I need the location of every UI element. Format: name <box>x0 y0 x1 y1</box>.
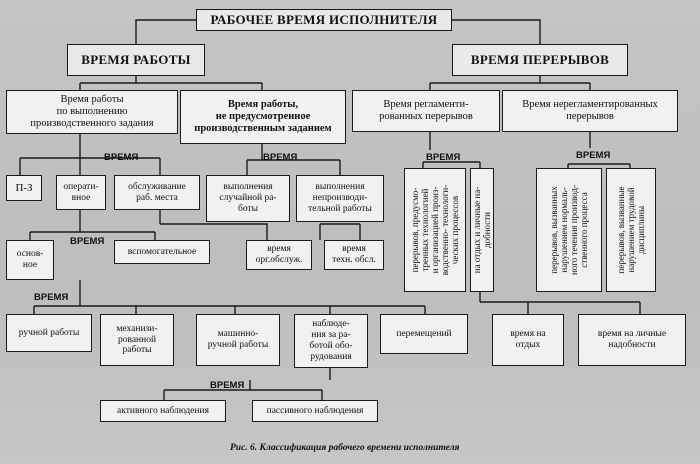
label-time-main: ВРЕМЯ <box>34 292 69 303</box>
work-untask-box: Время работы, не предусмотренное произво… <box>180 90 346 144</box>
pz-text: П-З <box>15 181 33 194</box>
unproductive-work-box: выполнения непроизводи- тельной работы <box>296 175 384 222</box>
personal-needs-text: время на личные надобности <box>597 329 667 350</box>
break-time-box: ВРЕМЯ ПЕРЕРЫВОВ <box>452 44 628 76</box>
org-service-box: время орг.обслуж. <box>246 240 312 270</box>
work-time-text: ВРЕМЯ РАБОТЫ <box>81 51 191 67</box>
unproductive-work-text: выполнения непроизводи- тельной работы <box>308 182 372 214</box>
auxiliary-box: вспомогательное <box>114 240 210 264</box>
process-violation-vbox: перерывов, вызванных нарушением нормаль-… <box>536 168 602 292</box>
work-task-box: Время работы по выполнению производствен… <box>6 90 178 134</box>
machine-manual-text: машинно- ручной работы <box>207 329 269 350</box>
tech-service-text: время техн. обсл. <box>332 244 376 265</box>
regulated-breaks-text: Время регламенти- рованных перерывов <box>379 98 473 122</box>
operative-text: операти- вное <box>63 181 99 203</box>
random-work-text: выполнения случайной ра- боты <box>219 182 277 214</box>
machine-manual-box: машинно- ручной работы <box>196 314 280 366</box>
figure-caption: Рис. 6. Классификация рабочего времени и… <box>230 443 460 453</box>
rest-time-text: время на отдых <box>510 329 546 350</box>
main-box: основ- ное <box>6 240 54 280</box>
tech-breaks-text: перерывов, предусмо- тренных технологией… <box>409 184 461 276</box>
random-work-box: выполнения случайной ра- боты <box>206 175 290 222</box>
label-time-untask: ВРЕМЯ <box>263 152 298 163</box>
movement-text: перемещений <box>396 328 452 339</box>
pz-box: П-З <box>6 175 42 201</box>
tech-service-box: время техн. обсл. <box>324 240 384 270</box>
work-task-text: Время работы по выполнению производствен… <box>30 93 154 130</box>
service-text: обслуживание раб. места <box>128 181 186 203</box>
break-time-text: ВРЕМЯ ПЕРЕРЫВОВ <box>470 51 610 67</box>
manual-text: ручной работы <box>18 327 80 338</box>
active-observation-text: активного наблюдения <box>117 405 209 416</box>
tech-breaks-vbox: перерывов, предусмо- тренных технологией… <box>404 168 466 292</box>
rest-time-box: время на отдых <box>492 314 564 366</box>
operative-box: операти- вное <box>56 175 106 210</box>
label-time-observation: ВРЕМЯ <box>210 380 245 391</box>
service-box: обслуживание раб. места <box>114 175 200 210</box>
unregulated-breaks-text: Время нерегламентированных перерывов <box>522 98 658 122</box>
work-time-box: ВРЕМЯ РАБОТЫ <box>67 44 205 76</box>
label-time-operative: ВРЕМЯ <box>70 236 105 247</box>
label-time-task: ВРЕМЯ <box>104 152 139 163</box>
unregulated-breaks-box: Время нерегламентированных перерывов <box>502 90 678 132</box>
mechanized-box: механизи- рованной работы <box>100 314 174 366</box>
passive-observation-box: пассивного наблюдения <box>252 400 378 422</box>
org-service-text: время орг.обслуж. <box>255 244 303 265</box>
title-text: РАБОЧЕЕ ВРЕМЯ ИСПОЛНИТЕЛЯ <box>210 11 438 27</box>
discipline-violation-vbox: перерывов, вызванные нарушением трудовой… <box>606 168 656 292</box>
label-time-reg: ВРЕМЯ <box>426 152 461 163</box>
auxiliary-text: вспомогательное <box>127 246 197 257</box>
discipline-violation-text: перерывов, вызванные нарушением трудовой… <box>615 186 647 274</box>
main-text: основ- ное <box>16 249 44 270</box>
active-observation-box: активного наблюдения <box>100 400 226 422</box>
rest-personal-vbox: на отдых и личные на- добности <box>470 168 494 292</box>
process-violation-text: перерывов, вызванных нарушением нормаль-… <box>548 185 590 275</box>
label-time-unreg: ВРЕМЯ <box>576 150 611 161</box>
personal-needs-box: время на личные надобности <box>578 314 686 366</box>
observation-text: наблюде- ния за ра- ботой обо- рудования <box>309 319 353 362</box>
manual-box: ручной работы <box>6 314 92 352</box>
observation-box: наблюде- ния за ра- ботой обо- рудования <box>294 314 368 368</box>
passive-observation-text: пассивного наблюдения <box>266 405 364 416</box>
movement-box: перемещений <box>380 314 468 354</box>
rest-personal-text: на отдых и личные на- добности <box>471 186 492 274</box>
work-untask-text: Время работы, не предусмотренное произво… <box>194 98 332 135</box>
regulated-breaks-box: Время регламенти- рованных перерывов <box>352 90 500 132</box>
title-box: РАБОЧЕЕ ВРЕМЯ ИСПОЛНИТЕЛЯ <box>196 9 452 31</box>
mechanized-text: механизи- рованной работы <box>116 323 158 356</box>
